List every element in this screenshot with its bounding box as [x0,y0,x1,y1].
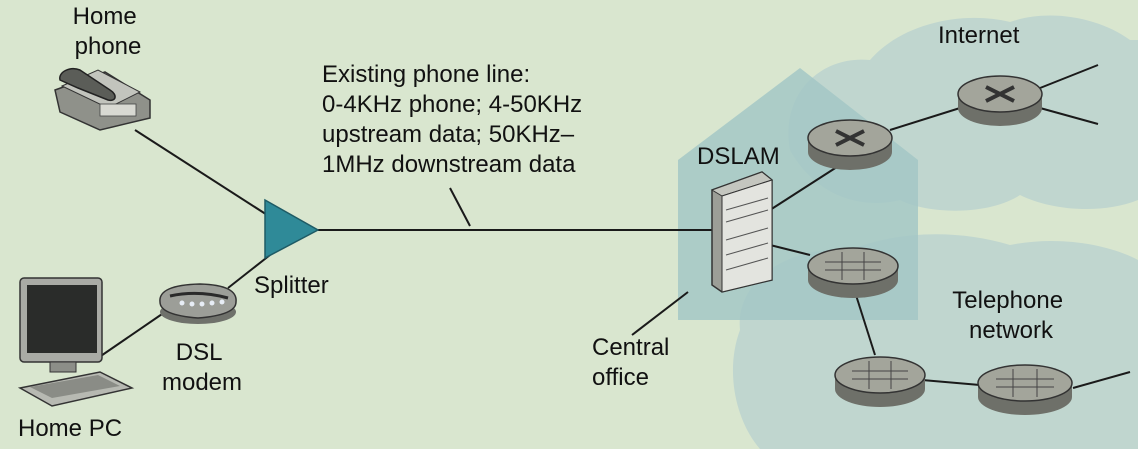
router-icon [957,75,1043,126]
link-switch-switch-1 [854,291,876,356]
telephone-switch-icon [977,364,1073,415]
link-internet-out-1 [1034,64,1099,91]
dslam-label: DSLAM [697,143,780,170]
home-phone-label: Home phone [73,3,144,60]
router-icon [807,119,893,170]
home-pc-label: Home PC [18,415,122,442]
central-office-pointer [631,291,689,336]
link-modem-pc [94,311,166,361]
home-pc-icon [17,277,135,407]
link-switch-switch-2 [921,379,981,386]
internet-label: Internet [938,22,1020,49]
link-phone-splitter [134,129,276,221]
link-dslam-internet-router [769,164,841,211]
phone-line-pointer [449,187,471,227]
links [94,64,1131,389]
telephone-switch-icon [807,247,899,298]
link-internet-out-2 [1039,107,1099,125]
telephone-network-label: Telephone network [952,287,1069,344]
phone-line-label: Existing phone line: 0-4KHz phone; 4-50K… [322,61,589,178]
link-dslam-telephone-switch [769,244,811,256]
home-phone-icon [54,68,151,131]
dslam-icon [710,171,774,293]
central-office-label: Central office [592,334,676,391]
splitter-icon [264,198,320,260]
link-telephone-out [1072,371,1131,389]
link-splitter-modem [227,254,271,289]
telephone-switch-icon [834,356,926,407]
splitter-label: Splitter [254,272,329,299]
link-router-router [889,107,961,131]
dsl-modem-icon [159,283,237,324]
dsl-modem-label: DSL modem [162,339,242,396]
